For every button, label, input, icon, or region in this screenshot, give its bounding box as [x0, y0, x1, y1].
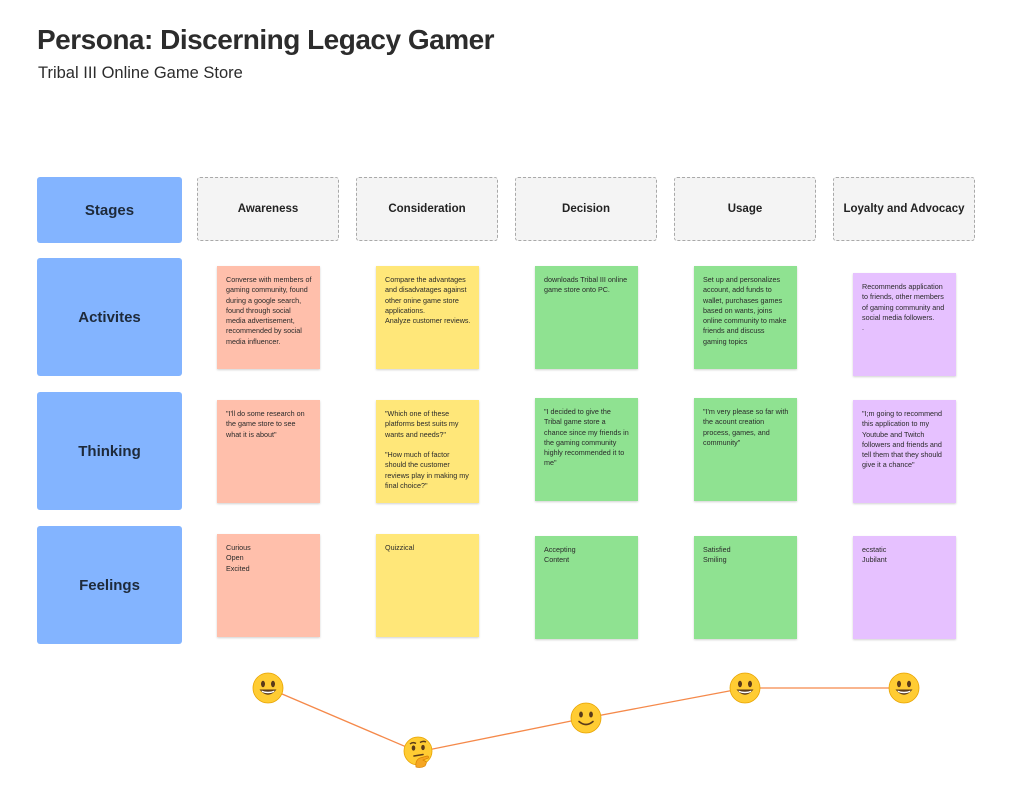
- sticky-note-feelings-awareness: Curious Open Excited: [217, 534, 320, 637]
- sticky-note-feelings-consideration: Quizzical: [376, 534, 479, 637]
- sticky-note-activity-loyalty: Recommends application to friends, other…: [853, 273, 956, 376]
- stage-header-awareness: Awareness: [197, 177, 339, 241]
- persona-title: Persona: Discerning Legacy Gamer: [37, 24, 495, 55]
- grinning-face-icon: [729, 672, 761, 704]
- sticky-note-thinking-consideration: "Which one of these platforms best suits…: [376, 400, 479, 503]
- sticky-note-activity-awareness: Converse with members of gaming communit…: [217, 266, 320, 369]
- row-header-activities: Activites: [37, 258, 182, 376]
- sticky-note-feelings-loyalty: ecstatic Jubilant: [853, 536, 956, 639]
- persona-subtitle: Tribal III Online Game Store: [38, 64, 243, 82]
- stage-header-loyalty-advocacy: Loyalty and Advocacy: [833, 177, 975, 241]
- sticky-note-activity-usage: Set up and personalizes account, add fun…: [694, 266, 797, 369]
- sticky-note-activity-decision: downloads Tribal III online game store o…: [535, 266, 638, 369]
- sticky-note-thinking-loyalty: "I;m going to recommend this application…: [853, 400, 956, 503]
- grinning-face-icon: [252, 672, 284, 704]
- stage-header-usage: Usage: [674, 177, 816, 241]
- grinning-face-icon: [888, 672, 920, 704]
- thinking-face-icon: [402, 736, 434, 768]
- slightly-smiling-face-icon: [570, 702, 602, 734]
- sticky-note-feelings-decision: Accepting Content: [535, 536, 638, 639]
- sticky-note-activity-consideration: Compare the advantages and disadvatages …: [376, 266, 479, 369]
- stage-header-decision: Decision: [515, 177, 657, 241]
- sticky-note-thinking-decision: "I decided to give the Tribal game store…: [535, 398, 638, 501]
- row-header-feelings: Feelings: [37, 526, 182, 644]
- sticky-note-thinking-usage: "I'm very please so far with the acount …: [694, 398, 797, 501]
- stage-header-consideration: Consideration: [356, 177, 498, 241]
- sticky-note-thinking-awareness: "I'll do some research on the game store…: [217, 400, 320, 503]
- sticky-note-feelings-usage: Satisfied Smiling: [694, 536, 797, 639]
- row-header-thinking: Thinking: [37, 392, 182, 510]
- row-header-stages: Stages: [37, 177, 182, 243]
